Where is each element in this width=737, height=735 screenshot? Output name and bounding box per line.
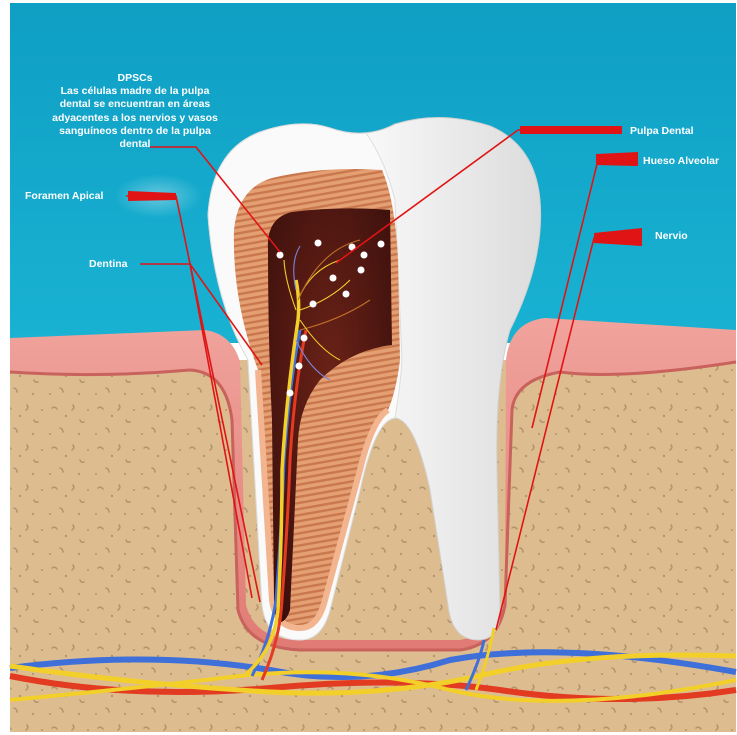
stem-cell [358,267,365,274]
stem-cell [310,301,317,308]
dpsc-annotation: DPSCs Las células madre de la pulpa dent… [28,72,242,151]
dpsc-title: DPSCs [28,72,242,85]
dpsc-line: Las células madre de la pulpa [28,85,242,98]
stem-cell [361,252,368,259]
stem-cell [315,240,322,247]
dpsc-line: adyacentes a los nervios y vasos [28,112,242,125]
stem-cell [378,241,385,248]
label-pulpa-dental: Pulpa Dental [630,125,694,138]
stem-cell [277,252,284,259]
label-dentina: Dentina [89,258,128,271]
stem-cell [301,335,308,342]
hueso-tag [596,152,638,166]
dpsc-line: dental se encuentran en áreas [28,98,242,111]
dpsc-line: dental [28,138,242,151]
stem-cell [330,275,337,282]
dpsc-line: sanguíneos dentro de la pulpa [28,125,242,138]
label-foramen-apical: Foramen Apical [25,190,103,203]
label-hueso-alveolar: Hueso Alveolar [643,155,719,168]
label-nervio: Nervio [655,230,688,243]
stem-cell [343,291,350,298]
stem-cell [296,363,303,370]
stem-cell [287,390,294,397]
pulpa-tag [520,126,622,134]
